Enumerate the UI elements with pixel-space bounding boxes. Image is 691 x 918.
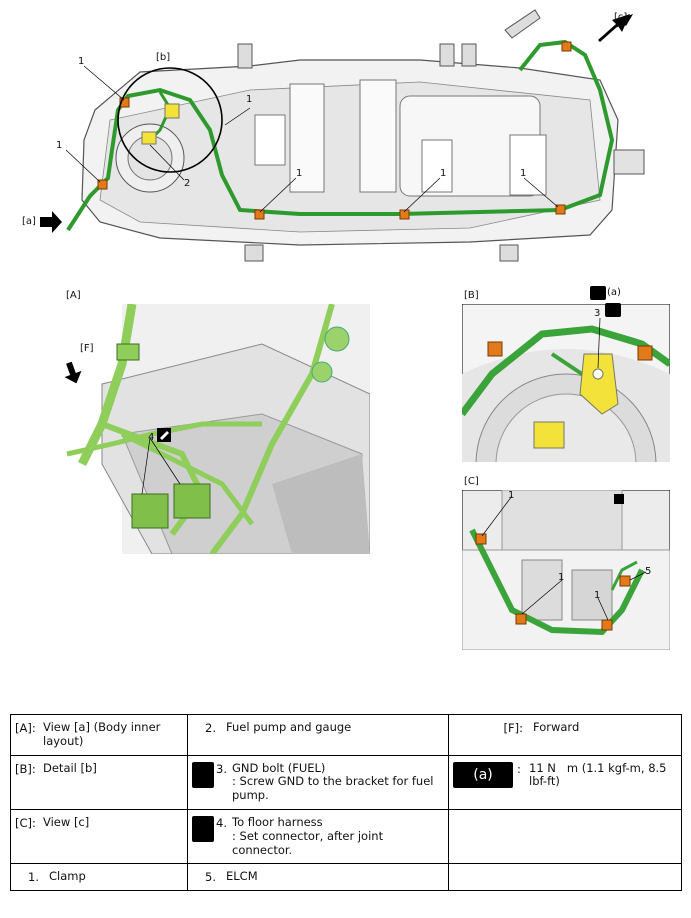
arrow-view-a	[40, 211, 62, 233]
callout-clamp: 1	[440, 168, 447, 179]
legend-subtext: : Set connector, after joint connector.	[232, 828, 384, 857]
legend-text: Forward	[533, 720, 580, 734]
callout-clamp: 1	[78, 56, 85, 67]
callout-clamp: 1	[296, 168, 303, 179]
legend-text: 11 N m (1.1 kgf-m, 8.5 lbf-ft)	[529, 760, 667, 789]
callout-forward: [F]	[80, 343, 94, 354]
install-icon	[192, 815, 214, 842]
legend-text: Detail [b]	[43, 760, 97, 775]
callout-clamp: 1	[520, 168, 527, 179]
callout-clamp: 1	[56, 140, 63, 151]
callout-view-a: [a]	[22, 216, 36, 227]
callout-clamp: 1	[508, 490, 515, 501]
legend-subtext: : Screw GND to the bracket for fuel pump…	[232, 774, 434, 803]
harness-main	[66, 39, 615, 232]
callout-detail-b: [b]	[156, 52, 171, 63]
callout-clamp: 1	[558, 572, 565, 583]
forward-arrow	[64, 361, 82, 384]
legend-key: [A]:	[15, 721, 36, 735]
callout-clamp: 1	[246, 94, 253, 105]
callout-gnd: 3	[594, 308, 601, 319]
callout-pump: 2	[184, 178, 191, 189]
callout-clamp: 1	[594, 590, 601, 601]
torque-tag-label: (a)	[607, 287, 621, 298]
legend-key: [C]:	[15, 815, 36, 830]
panel-a-label: [A]	[66, 290, 81, 301]
install-icon	[192, 761, 214, 788]
legend-text: View [a] (Body inner layout)	[43, 720, 161, 748]
legend-key: 4.	[216, 815, 227, 830]
torque-icon-label: (a)	[473, 766, 493, 783]
legend-text: GND bolt (FUEL)	[232, 760, 326, 775]
table-row: [B]: Detail [b] 3. GND bolt (FUEL): Screw …	[10, 754, 682, 810]
legend-text: Clamp	[49, 869, 86, 884]
torque-icon: (a)	[453, 761, 513, 788]
detail-b-circle	[117, 67, 223, 173]
table-row: [C]: View [c] 4. To floor harness: Set con…	[10, 808, 682, 865]
legend-text: Fuel pump and gauge	[226, 720, 352, 734]
callout-view-c: [c]	[614, 12, 628, 23]
install-icon	[605, 303, 621, 317]
table-row: 1. Clamp 5. ELCM	[10, 863, 682, 892]
table-row: [A]: View [a] (Body inner layout) 2. Fuel …	[10, 714, 682, 756]
panel-b-figure	[462, 304, 670, 462]
legend-key: 3.	[216, 761, 227, 776]
install-icon	[614, 494, 624, 504]
panel-c-label: [C]	[464, 476, 479, 487]
panel-b-label: [B]	[464, 290, 479, 301]
panel-a-figure	[62, 304, 370, 554]
panel-c-figure	[462, 490, 670, 650]
legend-key: :	[517, 761, 521, 776]
legend-key: 5.	[205, 870, 216, 885]
legend-text: To floor harness	[232, 814, 323, 829]
legend-key: 1.	[28, 870, 39, 885]
legend-text: ELCM	[226, 869, 258, 884]
callout-floor: 4	[148, 432, 155, 443]
legend-table: [A]: View [a] (Body inner layout) 2. Fuel …	[10, 714, 682, 892]
legend-text: View [c]	[43, 814, 90, 829]
torque-icon	[590, 286, 606, 300]
legend-key: 2.	[205, 721, 216, 735]
legend-key: [B]:	[15, 761, 36, 776]
legend-key: [F]:	[503, 721, 523, 735]
main-tank-figure	[0, 0, 691, 280]
callout-elcm: 5	[645, 566, 652, 577]
